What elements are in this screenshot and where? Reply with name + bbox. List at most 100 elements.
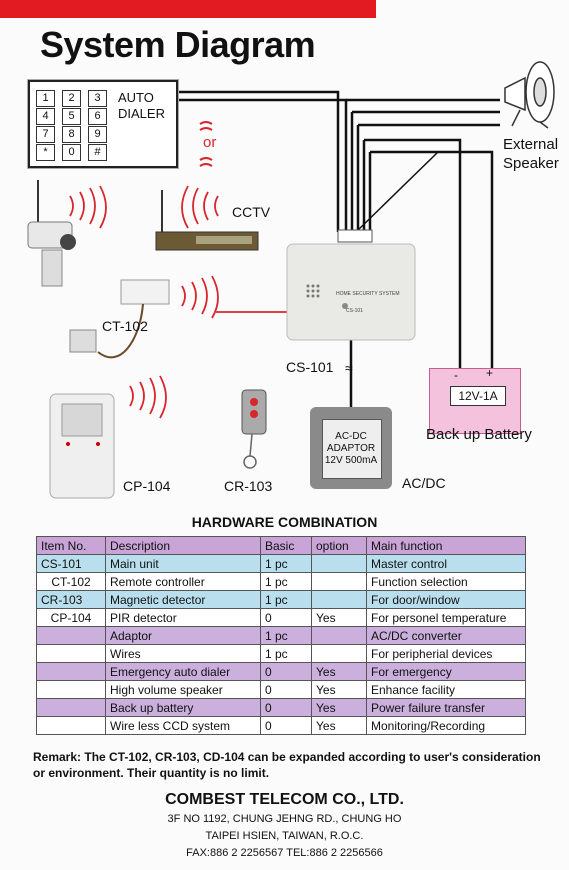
hardware-table-title: HARDWARE COMBINATION [191,514,378,530]
auto-dialer-keypad: 1 2 3 4 5 6 7 8 9 * 0 # AUTO DIALER [28,80,178,168]
remote-keyfob-icon [241,389,267,469]
external-speaker-label-2: Speaker [503,155,559,172]
cell-item-no: CS-101 [36,554,106,573]
speaker-grille [306,284,320,298]
hardware-combination-table: Item No. Description Basic option Main f… [36,536,526,735]
cell-main-function: For emergency [366,662,526,681]
key-5: 5 [62,108,81,125]
cell-basic: 0 [260,698,312,717]
header-basic: Basic [260,536,312,555]
key-8: 8 [62,126,81,143]
cell-description: Magnetic detector [105,590,261,609]
main-unit-icon [286,243,416,341]
cr103-label: CR-103 [224,478,273,494]
wiring [174,90,500,407]
table-header-row: Item No. Description Basic option Main f… [36,536,526,555]
cs101-label: CS-101 [286,359,334,375]
acdc-label: AC/DC [402,475,446,491]
cell-option: Yes [311,698,367,717]
cell-basic: 1 pc [260,590,312,609]
company-name: COMBEST TELECOM CO., LTD. [165,791,404,808]
cell-description: Adaptor [105,626,261,645]
auto-dialer-label-1: AUTO [118,90,154,105]
cell-basic: 1 pc [260,554,312,573]
company-contact: FAX:886 2 2256567 TEL:886 2 2256566 [186,847,383,859]
cell-item-no: CT-102 [36,572,106,591]
cell-main-function: AC/DC converter [366,626,526,645]
cell-description: Emergency auto dialer [105,662,261,681]
cell-option: Yes [311,662,367,681]
key-9: 9 [88,126,107,143]
cell-description: Wires [105,644,261,663]
cell-basic: 0 [260,662,312,681]
top-accent-bar [0,0,376,18]
cell-item-no [36,680,106,699]
backup-battery-label: Back up Battery [426,426,532,443]
cell-basic: 0 [260,680,312,699]
cell-description: Main unit [105,554,261,573]
battery-minus: - [454,368,458,382]
key-star: * [36,144,55,161]
cell-item-no: CP-104 [36,608,106,627]
main-unit-model: CS-101 [346,308,363,314]
system-diagram: HOME SECURITY SYSTEM CS-101 [27,61,555,499]
cell-item-no [36,662,106,681]
cell-basic: 1 pc [260,644,312,663]
cell-main-function: Monitoring/Recording [366,716,526,735]
company-address-1: 3F NO 1192, CHUNG JEHNG RD., CHUNG HO [167,813,402,825]
ac-dc-adaptor [310,407,392,489]
key-0: 0 [62,144,81,161]
cell-description: Back up battery [105,698,261,717]
cell-main-function: Power failure transfer [366,698,526,717]
key-3: 3 [88,90,107,107]
header-description: Description [105,536,261,555]
cctv-receiver-icon [155,190,259,251]
cell-main-function: For peripherial devices [366,644,526,663]
cctv-label: CCTV [232,204,271,220]
auto-dialer-label-2: DIALER [118,106,165,121]
cell-basic: 1 pc [260,572,312,591]
key-hash: # [88,144,107,161]
cell-main-function: Master control [366,554,526,573]
cell-option [311,626,367,645]
cp104-label: CP-104 [123,478,171,494]
key-2: 2 [62,90,81,107]
main-unit-led [342,303,348,309]
cell-option [311,590,367,609]
cell-basic: 0 [260,716,312,735]
cell-item-no [36,716,106,735]
cell-item-no [36,698,106,717]
cell-option: Yes [311,716,367,735]
cell-option: Yes [311,608,367,627]
company-address-2: TAIPEI HSIEN, TAIWAN, R.O.C. [205,830,364,842]
cell-main-function: For personel temperature [366,608,526,627]
cell-description: High volume speaker [105,680,261,699]
adaptor-text: AC-DC ADAPTOR 12V 500mA [318,431,384,467]
header-main-function: Main function [366,536,526,555]
cell-option [311,572,367,591]
cell-item-no [36,644,106,663]
cs101-line-sign: ≈ [345,360,353,376]
cell-option [311,644,367,663]
key-6: 6 [88,108,107,125]
main-unit-brand: HOME SECURITY SYSTEM [336,291,400,297]
ct102-label: CT-102 [102,318,148,334]
cell-main-function: For door/window [366,590,526,609]
or-label: or [203,134,217,151]
header-item-no: Item No. [36,536,106,555]
battery-rating: 12V-1A [450,386,506,406]
wireless-camera-icon [27,180,76,287]
ct102-transmitter-icon [69,279,170,359]
pir-detector-icon [49,393,115,499]
wire-connector [337,229,373,243]
optional-break-marks [199,121,213,167]
key-7: 7 [36,126,55,143]
